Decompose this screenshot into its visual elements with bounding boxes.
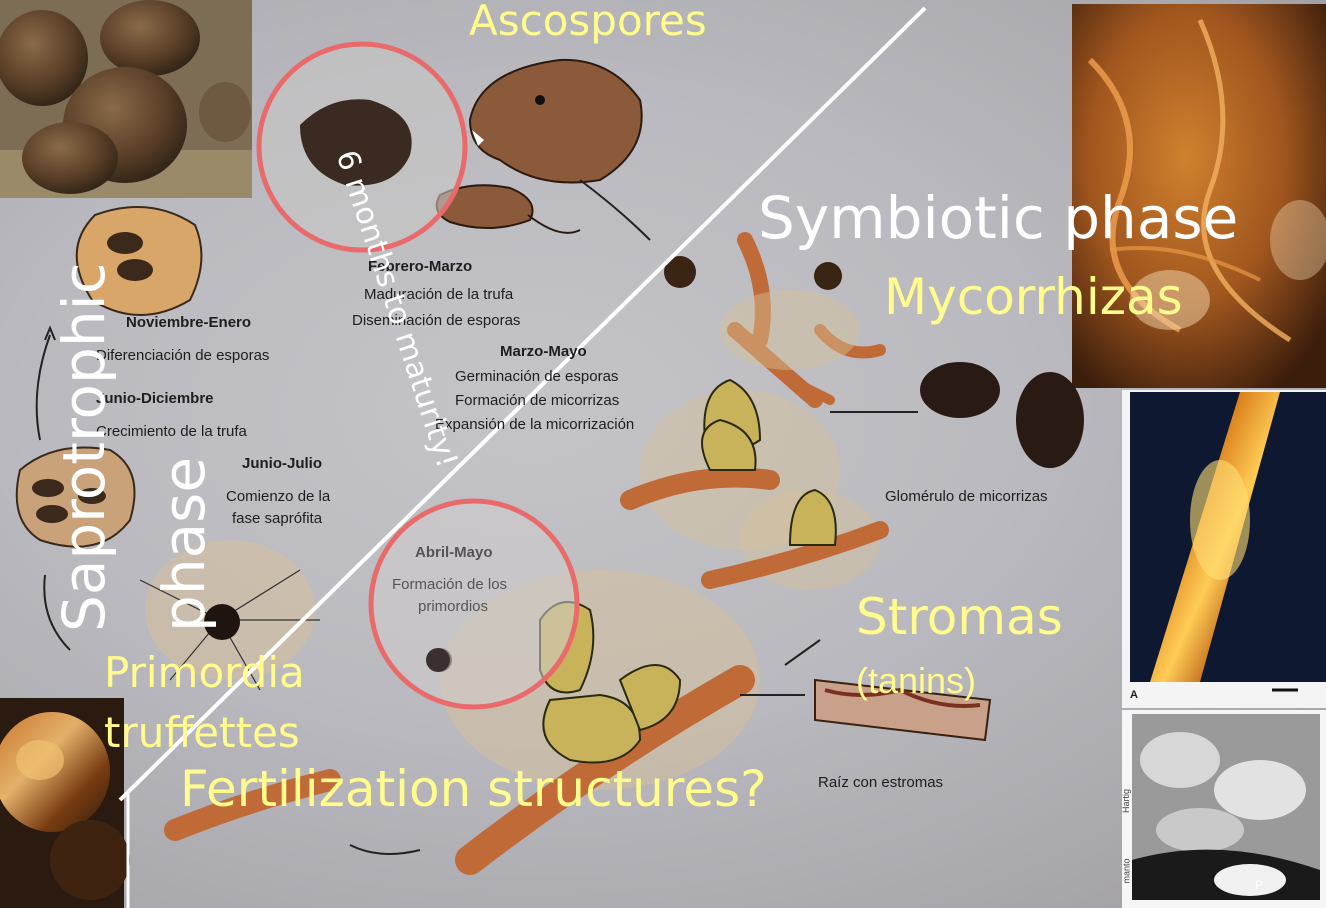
noviembre-label: Noviembre-Enero (126, 312, 251, 334)
fertilization-heading: Fertilization structures? (180, 760, 767, 818)
glomerulo-label: Glomérulo de micorrizas (885, 486, 1048, 508)
marzo-line3: Expansión de la micorrización (435, 414, 634, 436)
root-micrograph-a (1122, 390, 1326, 708)
junio-julio-line2: fase saprófita (232, 508, 322, 530)
symbiotic-phase-heading: Symbiotic phase (758, 184, 1238, 252)
root-mycorrhiza-illustration (720, 240, 880, 400)
marzo-label: Marzo-Mayo (500, 341, 587, 363)
root-micrograph-tem (1122, 710, 1326, 908)
abril-label: Abril-Mayo (415, 542, 493, 564)
phase-heading: phase (150, 457, 218, 632)
abril-line2: primordios (418, 596, 488, 618)
rodent-illustration (437, 185, 580, 233)
mycorrhizas-heading: Mycorrhizas (884, 268, 1183, 326)
truffettes-heading: truffettes (104, 708, 300, 757)
primordium-dot-illustration (426, 648, 450, 672)
micrograph-side-label-2: manto (1116, 858, 1138, 883)
micrograph-panel-a-label: A (1130, 684, 1138, 706)
saprotrophic-heading: Saprotrophic (50, 262, 118, 632)
glomerulus-illustration (920, 362, 1084, 468)
micrograph-panel-p-label: P (1255, 874, 1263, 896)
truffle-photo (0, 0, 252, 198)
arrow-stromas-down (785, 640, 820, 665)
noviembre-line1: Diferenciación de esporas (96, 345, 269, 367)
junio-julio-line1: Comienzo de la (226, 486, 330, 508)
boar-illustration (470, 60, 642, 183)
junio-julio-label: Junio-Julio (242, 453, 322, 475)
marzo-line1: Germinación de esporas (455, 366, 618, 388)
cycle-arrow-bottom (350, 845, 420, 854)
stromas-heading: Stromas (856, 588, 1063, 646)
ascospores-heading: Ascospores (469, 0, 707, 45)
cycle-arrow-top (580, 180, 650, 240)
abril-line1: Formación de los (392, 574, 507, 596)
primordia-heading: Primordia (104, 648, 305, 697)
marzo-line2: Formación de micorrizas (455, 390, 619, 412)
micrograph-side-label-1: Hartig (1115, 789, 1137, 813)
tanins-heading: (tanins) (856, 660, 976, 702)
cycle-arrow-left-up (37, 335, 50, 440)
junio-diciembre-line1: Crecimiento de la trufa (96, 421, 247, 443)
estromas-label: Raíz con estromas (818, 772, 943, 794)
febrero-line2: Diseminación de esporas (352, 310, 520, 332)
